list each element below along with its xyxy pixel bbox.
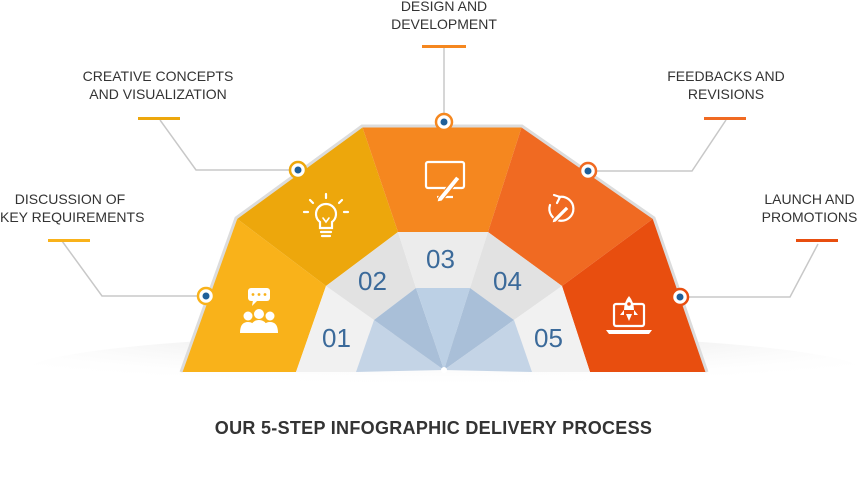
label-step-03-line2: DEVELOPMENT [391, 16, 497, 32]
connector-dots [196, 112, 690, 307]
segment-04 [488, 126, 654, 286]
label-step-02-line1: CREATIVE CONCEPTS [82, 68, 234, 84]
hub-05 [444, 320, 532, 372]
hub-02 [374, 288, 444, 370]
inner-ring-03 [398, 232, 488, 288]
segment-03 [362, 126, 522, 232]
label-step-05-line1: LAUNCH AND [764, 191, 855, 207]
inner-ring-05 [514, 286, 590, 372]
inner-ring-01 [296, 286, 374, 372]
label-step-01: DISCUSSION OF KEY REQUIREMENTS [0, 190, 145, 226]
connector-05 [680, 243, 819, 298]
label-step-02-line2: AND VISUALIZATION [89, 86, 227, 102]
laptop-rocket-icon [606, 296, 652, 334]
label-step-04-line1: FEEDBACKS AND [667, 68, 785, 84]
monitor-pen-icon [424, 160, 466, 203]
underline-step-01 [48, 239, 90, 242]
segment-05 [562, 218, 707, 372]
label-step-05-line2: PROMOTIONS [761, 209, 858, 225]
inner-ring-02 [326, 232, 416, 320]
hub-04 [444, 288, 514, 370]
connector-04 [588, 119, 727, 172]
inner-ring-04 [470, 232, 562, 320]
segment-02 [236, 126, 398, 286]
hub-center-dot [441, 367, 447, 373]
people-chat-icon [240, 288, 278, 333]
step-number-05: 05 [534, 323, 563, 353]
step-number-02: 02 [358, 266, 387, 296]
label-step-01-line2: KEY REQUIREMENTS [0, 209, 145, 225]
label-step-03-line1: DESIGN AND [400, 0, 488, 14]
label-step-05: LAUNCH AND PROMOTIONS [752, 190, 867, 226]
diagram-caption: OUR 5-STEP INFOGRAPHIC DELIVERY PROCESS [214, 418, 653, 438]
step-number-01: 01 [322, 323, 351, 353]
hub-03 [416, 288, 470, 370]
underline-step-02 [138, 117, 180, 120]
step-number-04: 04 [493, 266, 522, 296]
underline-step-03 [422, 45, 466, 48]
label-step-04: FEEDBACKS AND REVISIONS [654, 67, 798, 103]
lightbulb-icon [302, 192, 350, 238]
label-step-03: DESIGN AND DEVELOPMENT [374, 0, 514, 33]
hub-01 [356, 320, 444, 372]
label-step-01-line1: DISCUSSION OF [14, 191, 126, 207]
underline-step-05 [796, 239, 838, 242]
label-step-04-line2: REVISIONS [687, 86, 765, 102]
connector-01 [61, 240, 206, 297]
refresh-edit-icon [548, 193, 575, 224]
step-number-03: 03 [426, 244, 455, 274]
label-step-02: CREATIVE CONCEPTS AND VISUALIZATION [80, 67, 236, 103]
connector-02 [159, 119, 298, 171]
underline-step-04 [704, 117, 746, 120]
